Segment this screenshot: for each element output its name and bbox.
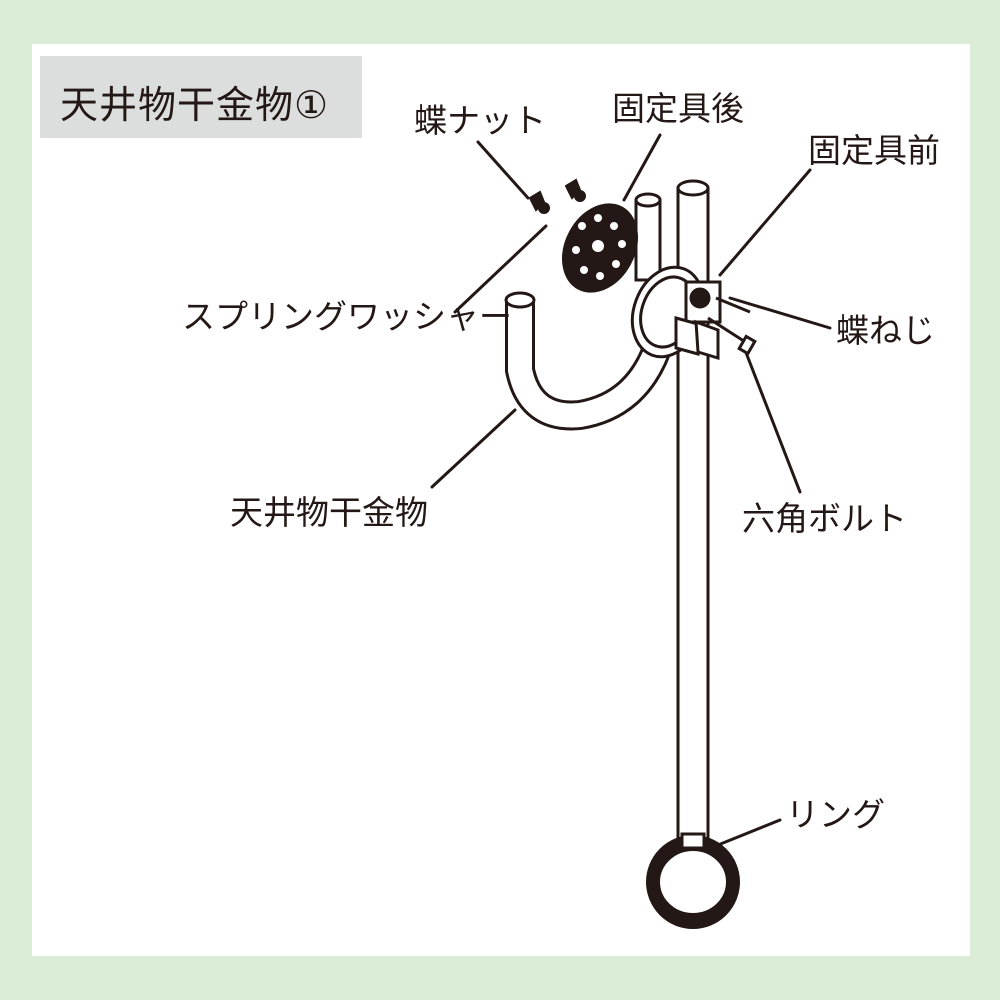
leader-wing-nut — [476, 140, 530, 200]
rear-fixture — [562, 203, 638, 293]
label-wing-nut: 蝶ナット — [414, 101, 546, 140]
label-spring-washer: スプリングワッシャー — [182, 297, 512, 336]
leader-fixture-rear — [622, 133, 662, 202]
title-box: 天井物干金物① — [40, 56, 362, 138]
ceiling-hanger-hook — [504, 291, 675, 431]
leader-fixture-front — [718, 168, 812, 277]
label-hex-bolt: 六角ボルト — [742, 499, 907, 538]
wing-screw — [715, 296, 751, 314]
label-fixture-rear: 固定具後 — [612, 89, 744, 128]
label-ring: リング — [786, 795, 885, 834]
leader-spring-washer — [453, 224, 548, 314]
rear-pipe — [634, 192, 662, 282]
leader-hex-bolt — [743, 348, 802, 494]
ring — [646, 832, 740, 929]
label-ceiling-hanger: 天井物干金物 — [230, 493, 428, 532]
leader-ceiling-hanger — [430, 408, 517, 489]
label-wing-screw: 蝶ねじ — [836, 311, 935, 350]
diagram-panel — [32, 44, 970, 956]
label-fixture-front: 固定具前 — [808, 131, 940, 170]
leader-wing-screw — [728, 296, 832, 330]
wing-nuts — [528, 178, 586, 214]
front-fixture — [630, 265, 722, 361]
leader-ring — [716, 818, 782, 847]
hex-bolt — [707, 316, 757, 356]
diagram-title: 天井物干金物① — [60, 83, 330, 127]
